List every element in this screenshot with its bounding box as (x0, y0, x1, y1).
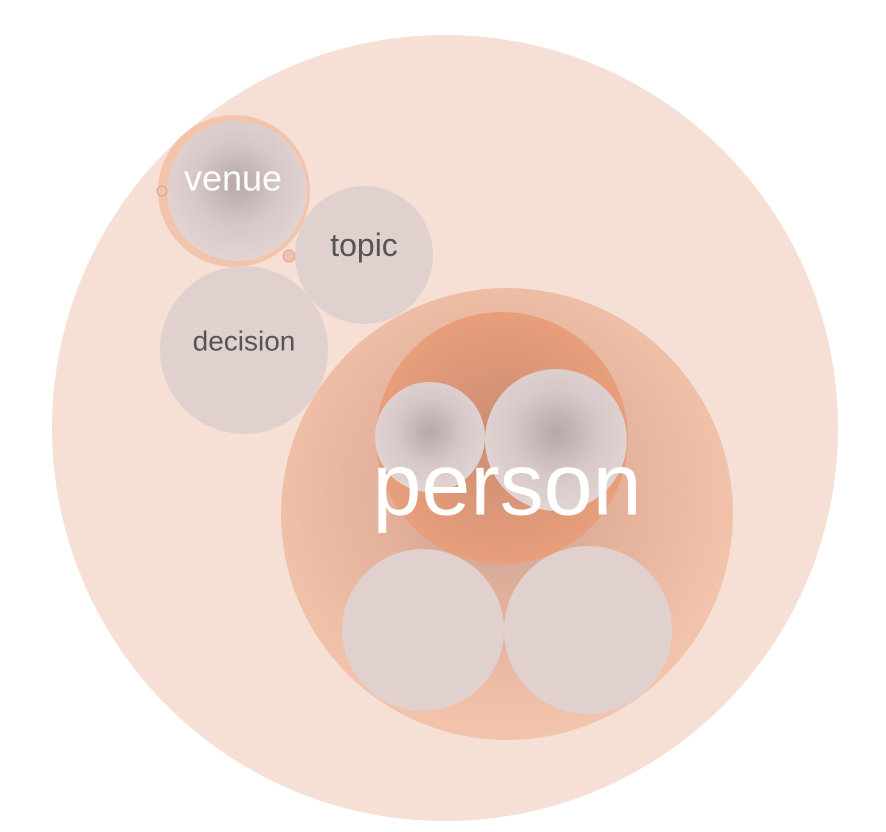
venue-small-node[interactable] (156, 185, 168, 197)
person-leaf-circle-2[interactable] (485, 369, 627, 511)
person-label: person (372, 435, 641, 534)
person-leaf-circle-1[interactable] (375, 382, 485, 492)
person-leaf-circle-3[interactable] (342, 549, 504, 711)
decision-label: decision (193, 326, 296, 357)
venue-tiny-node[interactable] (282, 249, 296, 263)
person-leaf-circle-4[interactable] (504, 546, 672, 714)
decision-circle[interactable] (160, 266, 328, 434)
topic-circle[interactable] (295, 186, 433, 324)
topic-label: topic (330, 227, 398, 263)
venue-circle[interactable] (167, 121, 307, 261)
venue-label: venue (184, 158, 282, 199)
